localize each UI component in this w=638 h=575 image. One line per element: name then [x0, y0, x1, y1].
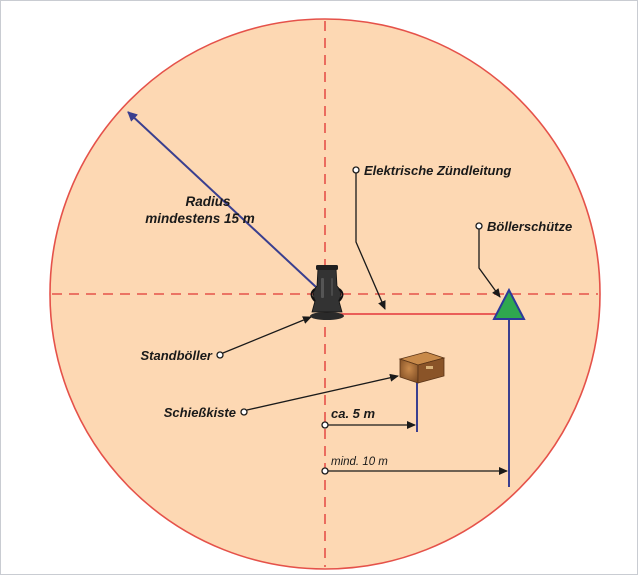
standboeller-label: Standböller	[140, 348, 212, 363]
distance-5m-label: ca. 5 m	[331, 406, 376, 421]
standboeller-label-dot	[216, 351, 224, 359]
zuendleitung-pointer	[355, 173, 386, 310]
boellerschuetze-pointer	[478, 229, 501, 298]
radius-label-line2: mindestens 15 m	[145, 211, 255, 226]
distance-10m-label: mind. 10 m	[331, 456, 388, 468]
schiesskiste-label: Schießkiste	[164, 405, 236, 420]
boellerschuetze-label-dot	[475, 222, 483, 230]
distance-10m-origin	[321, 467, 329, 475]
mortar-icon	[310, 265, 344, 320]
ammo-box-icon	[398, 351, 446, 384]
radius-label-line1: Radius	[185, 194, 231, 209]
boellerschuetze-label: Böllerschütze	[487, 219, 572, 234]
radius-line	[127, 111, 317, 288]
standboeller-pointer	[222, 316, 312, 354]
zuendleitung-label-dot	[352, 166, 360, 174]
schiesskiste-pointer	[246, 373, 399, 411]
distance-5m-origin	[321, 421, 329, 429]
shooter-marker-icon	[492, 287, 526, 320]
schiesskiste-label-dot	[240, 408, 248, 416]
zuendleitung-label: Elektrische Zündleitung	[364, 163, 511, 178]
